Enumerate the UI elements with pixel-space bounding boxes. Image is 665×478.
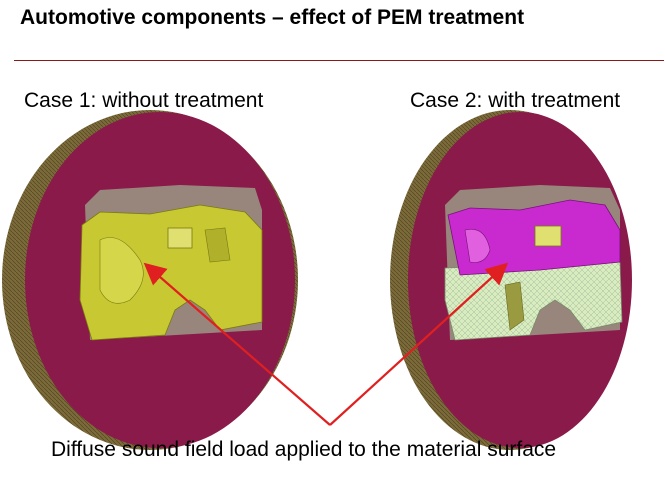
arrow-to-case2 — [329, 262, 509, 426]
title-divider — [14, 60, 664, 61]
slide-title: Automotive components – effect of PEM tr… — [20, 6, 525, 29]
case2-label: Case 2: with treatment — [410, 89, 621, 112]
load-arrows — [143, 262, 509, 426]
figure-caption: Diffuse sound field load applied to the … — [51, 438, 557, 461]
case1-model — [2, 110, 298, 450]
arrow-to-case1 — [143, 262, 331, 426]
case2-model — [390, 110, 632, 450]
case1-label: Case 1: without treatment — [24, 89, 264, 112]
